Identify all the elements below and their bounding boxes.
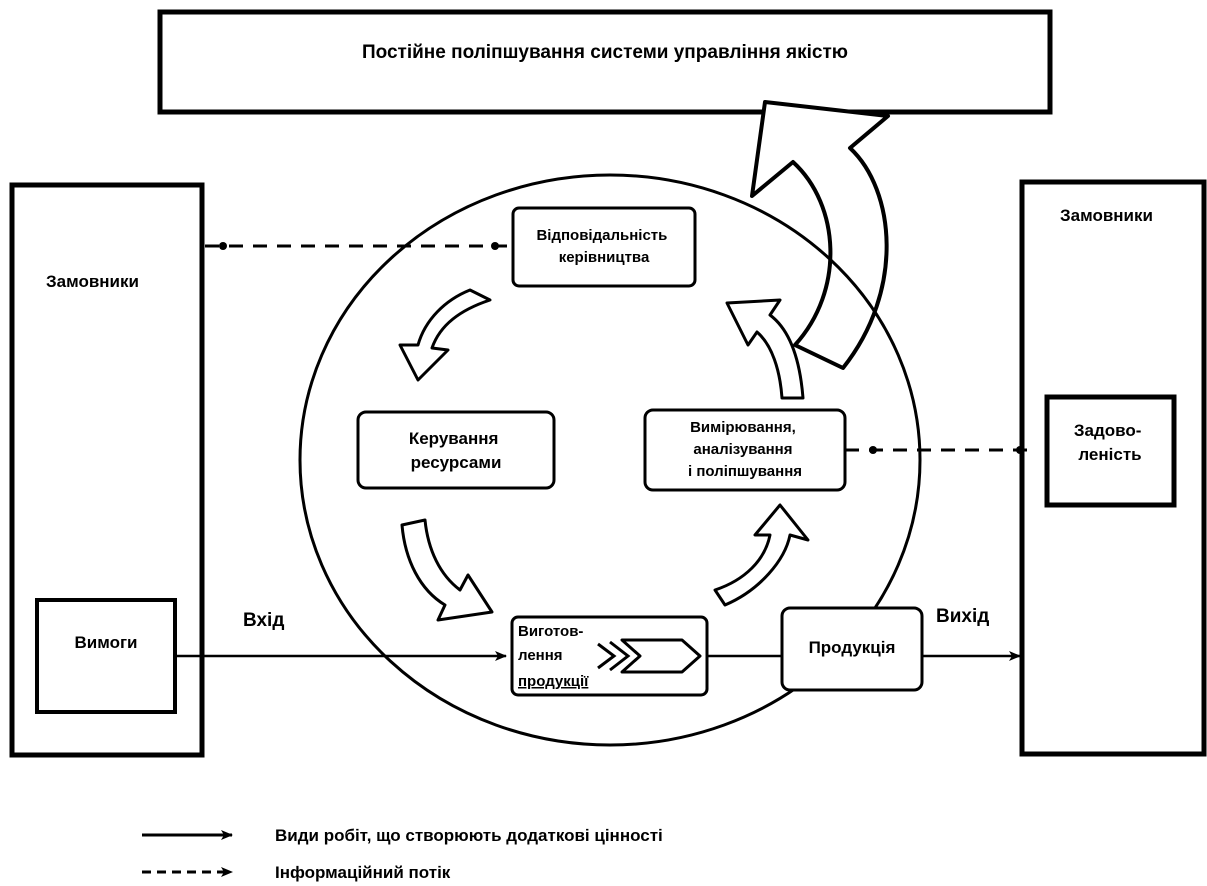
product-realization-line-2: лення — [518, 647, 563, 664]
product-box — [780, 606, 924, 692]
process-cycle-circle — [298, 173, 922, 747]
satisfaction-label: Задово- леність — [1074, 421, 1146, 464]
management-responsibility-label: Відповідальність керівництва — [536, 227, 671, 266]
satisfaction-box — [1044, 394, 1177, 508]
banner-title: Постійне поліпшування системи управління… — [362, 42, 848, 63]
satisfaction-line-1: Задово- — [1074, 421, 1142, 440]
resource-management-line-2: ресурсами — [411, 453, 502, 472]
customers-left-label: Замовники — [46, 272, 139, 291]
satisfaction-line-2: леність — [1078, 445, 1141, 464]
cycle-arrow-realization-to-measurement — [713, 503, 810, 607]
resource-management-box — [356, 410, 556, 490]
management-responsibility-line-2: керівництва — [559, 249, 650, 266]
info-flow-left-dot-b — [491, 242, 499, 250]
product-realization-line-3: продукції — [518, 673, 589, 690]
measurement-analysis-label: Вимірювання, аналізування і поліпшування — [688, 419, 802, 480]
info-flow-left-dot-a — [219, 242, 227, 250]
measurement-line-3: і поліпшування — [688, 463, 802, 480]
cycle-arrow-measurement-to-responsibility — [725, 298, 805, 400]
resource-management-label: Керування ресурсами — [409, 429, 503, 472]
improvement-arrow — [750, 100, 890, 370]
legend-information-flow-label: Інформаційний потік — [275, 863, 451, 882]
product-realization-line-1: Виготов- — [518, 623, 583, 640]
management-responsibility-box — [511, 206, 697, 288]
continual-improvement-banner — [157, 9, 1053, 115]
legend-value-adding-label: Види робіт, що створюють додаткові цінно… — [275, 826, 663, 845]
requirements-box — [35, 598, 177, 714]
cycle-arrow-responsibility-to-resources — [398, 288, 492, 382]
input-label: Вхід — [243, 610, 284, 631]
customers-right-label: Замовники — [1060, 206, 1153, 225]
management-responsibility-line-1: Відповідальність — [536, 227, 667, 244]
chevron-icon — [597, 638, 702, 674]
cycle-arrow-resources-to-realization — [400, 518, 494, 622]
measurement-line-2: аналізування — [693, 441, 792, 458]
requirements-label: Вимоги — [75, 633, 138, 652]
info-flow-right-dot-a — [869, 446, 877, 454]
info-flow-right-dot-b — [1016, 446, 1024, 454]
product-label: Продукція — [809, 638, 896, 657]
product-realization-label: Виготов- лення продукції — [518, 623, 589, 690]
output-label: Вихід — [936, 606, 989, 627]
measurement-line-1: Вимірювання, — [690, 419, 796, 436]
resource-management-line-1: Керування — [409, 429, 499, 448]
